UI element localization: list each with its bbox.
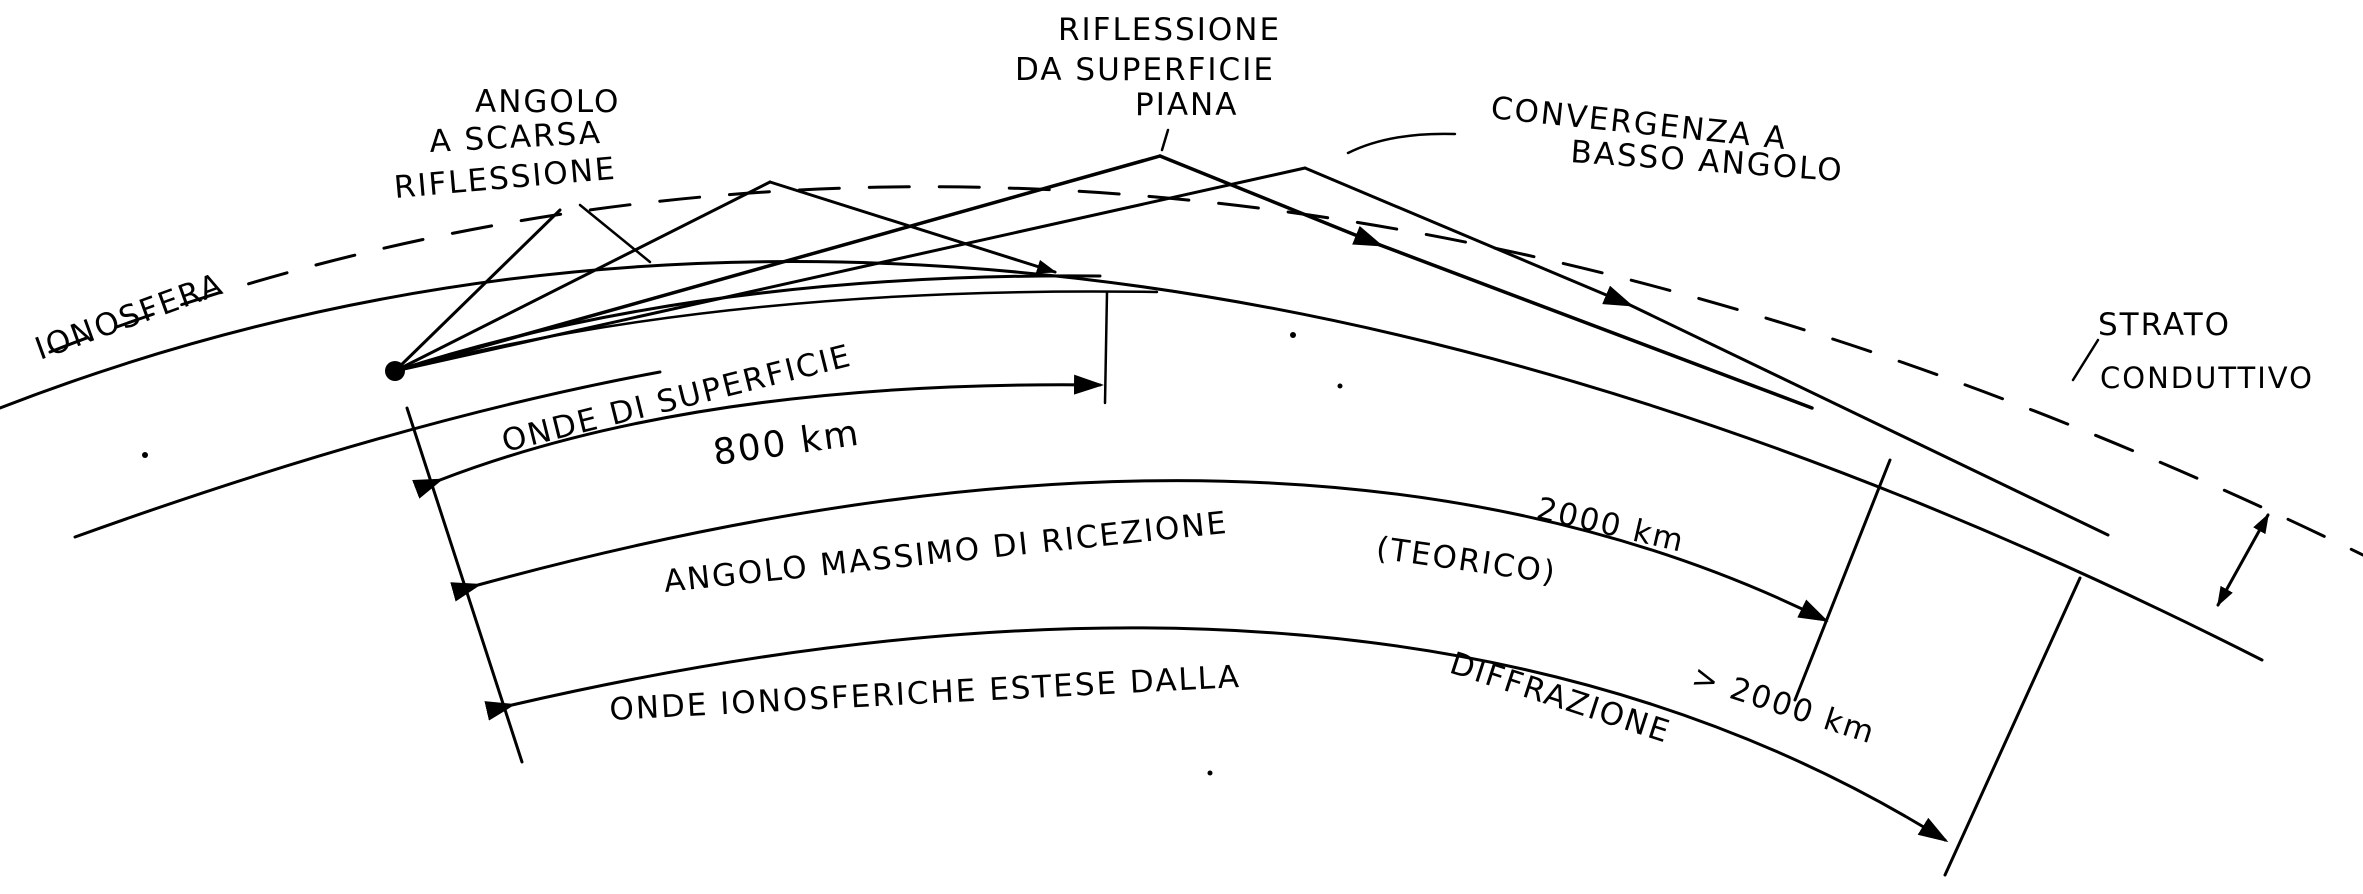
flat-reflection-ray-up (393, 154, 1162, 373)
pointer-riflessione (1160, 128, 1170, 152)
max-reception-distance: 2000 km (1533, 491, 1688, 560)
flat-reflection-ray-down (1158, 154, 1384, 247)
surface-ray-1 (393, 274, 1102, 373)
theoretical-label: (TEORICO) (1374, 530, 1559, 591)
earth-surface-line (0, 260, 2264, 662)
convergence-ray-up (393, 166, 1307, 373)
strato-label-line2: CONDUTTIVO (2100, 361, 2314, 395)
surface-wave-arc (412, 374, 1104, 499)
radial-line-far (1943, 576, 2082, 877)
pointer-angolo (578, 203, 652, 264)
diffraction-label: DIFFRAZIONE (1446, 645, 1676, 750)
riflessione-label-line2: DA SUPERFICIE (1015, 52, 1275, 88)
radial-line-origin (405, 406, 524, 764)
strato-label-line1: STRATO (2098, 307, 2231, 343)
ionosphere-layer (48, 185, 2363, 557)
stray-dot (142, 452, 148, 458)
layer-thickness-arrow (2216, 513, 2270, 607)
low-reflection-ray-up (393, 208, 562, 373)
earth-inner-curve-left (73, 370, 662, 539)
max-reception-angle-label: ANGOLO MASSIMO DI RICEZIONE (662, 505, 1230, 600)
pointer-convergenza (1346, 132, 1457, 155)
convergence-ray-down-2 (1628, 303, 2110, 537)
ionospheric-diffraction-arc (484, 626, 1949, 843)
low-reflection-ray-up-2 (393, 180, 772, 373)
radial-line-800km (1103, 290, 1109, 405)
convergence-ray-down (1303, 166, 1634, 307)
ionospheric-waves-label: ONDE IONOSFERICHE ESTESE DALLA (609, 659, 1242, 728)
riflessione-label-line1: RIFLESSIONE (1058, 12, 1281, 48)
angolo-label-line1: ANGOLO (475, 84, 620, 120)
radial-line-2000km (1793, 458, 1892, 702)
extended-distance-label: > 2000 km (1688, 658, 1881, 751)
riflessione-label-line3: PIANA (1135, 87, 1238, 123)
max-reception-arc (450, 479, 1829, 622)
flat-reflection-ray-down-2 (1378, 243, 1814, 410)
angolo-label-line3: RIFLESSIONE (393, 151, 618, 206)
stray-dot (1337, 383, 1343, 389)
stray-dot (1290, 332, 1296, 338)
stray-dot (1207, 770, 1213, 776)
surface-waves-distance: 800 km (711, 413, 863, 474)
pointer-strato (2071, 338, 2100, 382)
ionosphere-label: IONOSFERA (30, 266, 228, 367)
